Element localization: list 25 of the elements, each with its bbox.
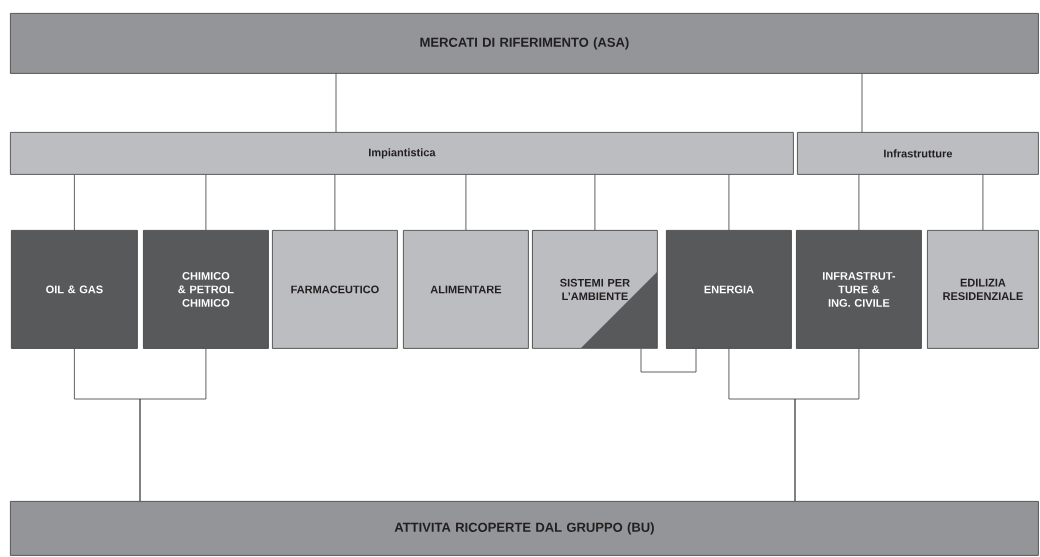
sector-box: ENERGIA [666, 230, 792, 349]
sector-box: OIL & GAS [11, 230, 138, 349]
sector-box: FARMACEUTICO [272, 230, 398, 349]
connector-line [640, 348, 697, 373]
sector-box: CHIMICO & PETROL CHIMICO [143, 230, 269, 349]
connector-line [794, 348, 860, 502]
connector-line [74, 174, 75, 231]
connector-line [334, 174, 336, 231]
connector-line [465, 174, 467, 231]
connector-line [594, 174, 596, 231]
category-bar: Infrastrutture [797, 132, 1039, 175]
connector-line [861, 73, 863, 133]
connector-line [982, 174, 984, 231]
split-box: SISTEMI PER L’AMBIENTE [532, 230, 658, 349]
sector-box: ALIMENTARE [403, 230, 529, 349]
connector-line [139, 348, 207, 502]
connector-line [205, 174, 207, 231]
connector-line [728, 174, 730, 231]
sector-box: INFRASTRUT- TURE & ING. CIVILE [796, 230, 922, 349]
header-bar: ATTIVITA RICOPERTE DAL GRUPPO (BU) [10, 501, 1039, 556]
header-bar: MERCATI DI RIFERIMENTO (ASA) [10, 13, 1039, 74]
category-bar: Impiantistica [10, 132, 794, 175]
connector-line [335, 73, 337, 133]
connector-line [858, 174, 860, 231]
sector-box: EDILIZIA RESIDENZIALE [927, 230, 1039, 349]
